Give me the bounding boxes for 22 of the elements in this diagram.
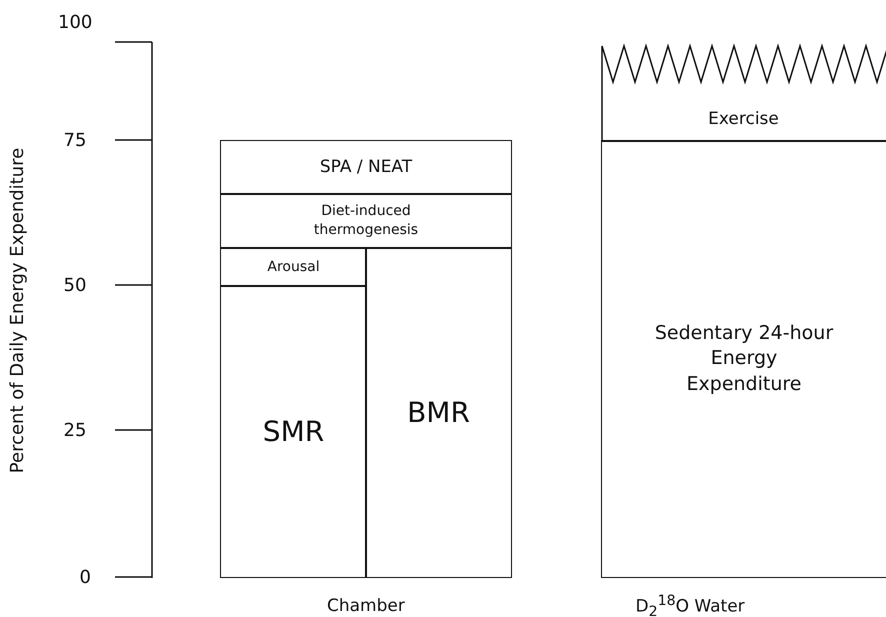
segment-label: Exercise — [708, 108, 779, 131]
axis-tick-label: 50 — [64, 274, 86, 296]
axis-tick-label: 100 — [58, 12, 92, 32]
segment-label: Sedentary 24-hour Energy Expenditure — [654, 320, 834, 397]
category-label: Chamber — [327, 596, 405, 616]
bar-segment — [365, 247, 512, 578]
segment-label: Arousal — [267, 258, 320, 276]
axis-tick-label: 25 — [64, 420, 86, 440]
axis-tick-label: 0 — [80, 566, 91, 588]
axis-tick-label: 75 — [64, 130, 86, 150]
bar-segment — [601, 42, 886, 142]
segment-label: Diet-induced thermogenesis — [312, 202, 420, 240]
bar-segment — [220, 140, 512, 195]
bar-segment — [220, 247, 367, 287]
segment-label: BMR — [407, 394, 470, 431]
category-label: D$_{2}$$^{18}$O Water — [636, 592, 745, 617]
bar-segment — [220, 285, 367, 578]
axis-title: Percent of Daily Energy Expenditure — [6, 147, 28, 473]
bar-segment — [601, 140, 886, 578]
bar-segment — [220, 193, 512, 249]
segment-label: SMR — [262, 414, 324, 450]
segment-label: SPA / NEAT — [320, 156, 412, 179]
